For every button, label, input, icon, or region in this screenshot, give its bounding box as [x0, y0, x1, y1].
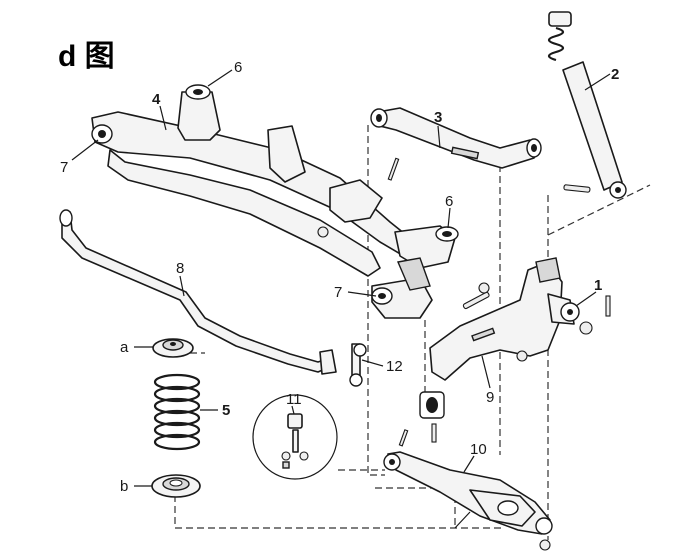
callout-10: 10: [470, 441, 487, 458]
rear-subframe: [91, 84, 459, 319]
figure-title: d 图: [58, 40, 115, 73]
callout-12: 12: [386, 358, 403, 375]
callout-9: 9: [486, 389, 494, 406]
callout-5: 5: [222, 402, 230, 419]
lower-control-arm: [383, 429, 553, 551]
callout-2: 2: [611, 66, 619, 83]
shock-absorber: [547, 11, 627, 199]
callout-7-right: 7: [334, 284, 342, 301]
callout-b: b: [120, 478, 128, 495]
trailing-arm-bushing: [419, 391, 445, 443]
upper-control-arm: [370, 107, 542, 181]
stabilizer-link: [349, 343, 367, 387]
trailing-arm: [429, 257, 611, 381]
callout-11: 11: [286, 391, 302, 408]
coil-spring: [153, 373, 201, 451]
upper-spring-seat: [152, 338, 194, 358]
callout-8: 8: [176, 260, 184, 277]
callout-6-top: 6: [234, 59, 242, 76]
callout-7-left: 7: [60, 159, 68, 176]
callout-4: 4: [152, 91, 161, 108]
callout-6-right: 6: [445, 193, 453, 210]
callout-1: 1: [594, 277, 602, 294]
lower-spring-seat: [151, 474, 201, 498]
stabilizer-bar: [59, 209, 337, 375]
callout-a: a: [120, 339, 129, 356]
callout-leader-lines: [71, 69, 611, 529]
fastener-detail-inset: [252, 394, 338, 480]
callout-3: 3: [434, 109, 442, 126]
